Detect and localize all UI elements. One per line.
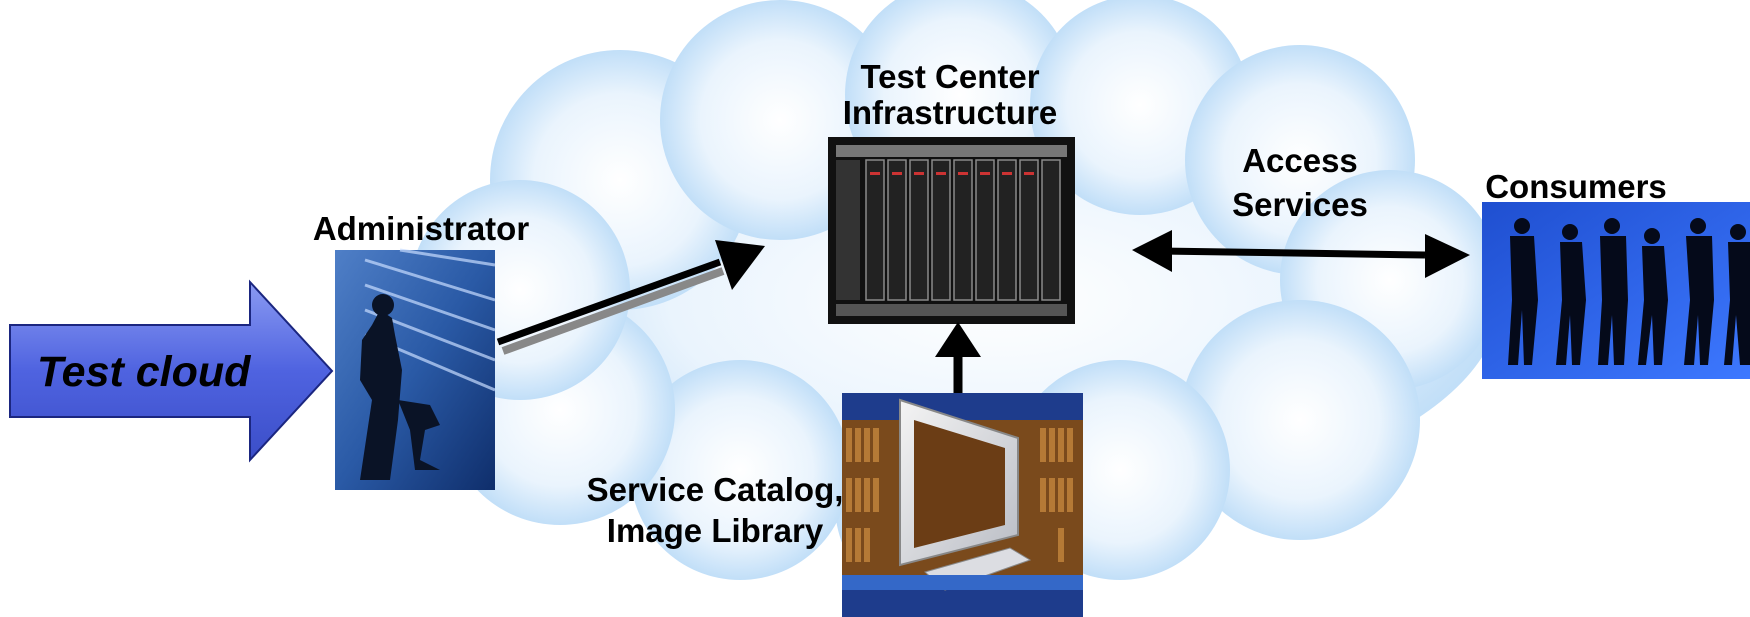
infrastructure-label-line1: Test Center (860, 58, 1039, 95)
test-cloud-label: Test cloud (37, 348, 251, 396)
test-cloud-arrow: Test cloud (9, 279, 334, 463)
administrator-photo-icon (335, 248, 496, 490)
infrastructure-label-line2: Infrastructure (843, 94, 1058, 131)
catalog-node: Service Catalog, Image Library (587, 393, 1083, 617)
access-label-line2: Services (1232, 186, 1368, 223)
access-services-connector: Access Services (1132, 142, 1470, 278)
infrastructure-node: Test Center Infrastructure (828, 58, 1075, 324)
double-arrow-icon (1132, 230, 1470, 278)
consumers-label: Consumers (1485, 168, 1667, 205)
access-label-line1: Access (1242, 142, 1358, 179)
catalog-label-line2: Image Library (607, 512, 824, 549)
catalog-to-infrastructure-arrow (935, 322, 981, 395)
consumers-node: Consumers (1482, 168, 1750, 379)
admin-to-infrastructure-arrow (496, 240, 765, 355)
computer-library-photo-icon (842, 393, 1083, 617)
administrator-node: Administrator (313, 210, 530, 490)
administrator-label: Administrator (313, 210, 530, 247)
catalog-label-line1: Service Catalog, (587, 471, 844, 508)
server-rack-photo-icon (828, 137, 1075, 324)
business-people-photo-icon (1482, 202, 1750, 379)
